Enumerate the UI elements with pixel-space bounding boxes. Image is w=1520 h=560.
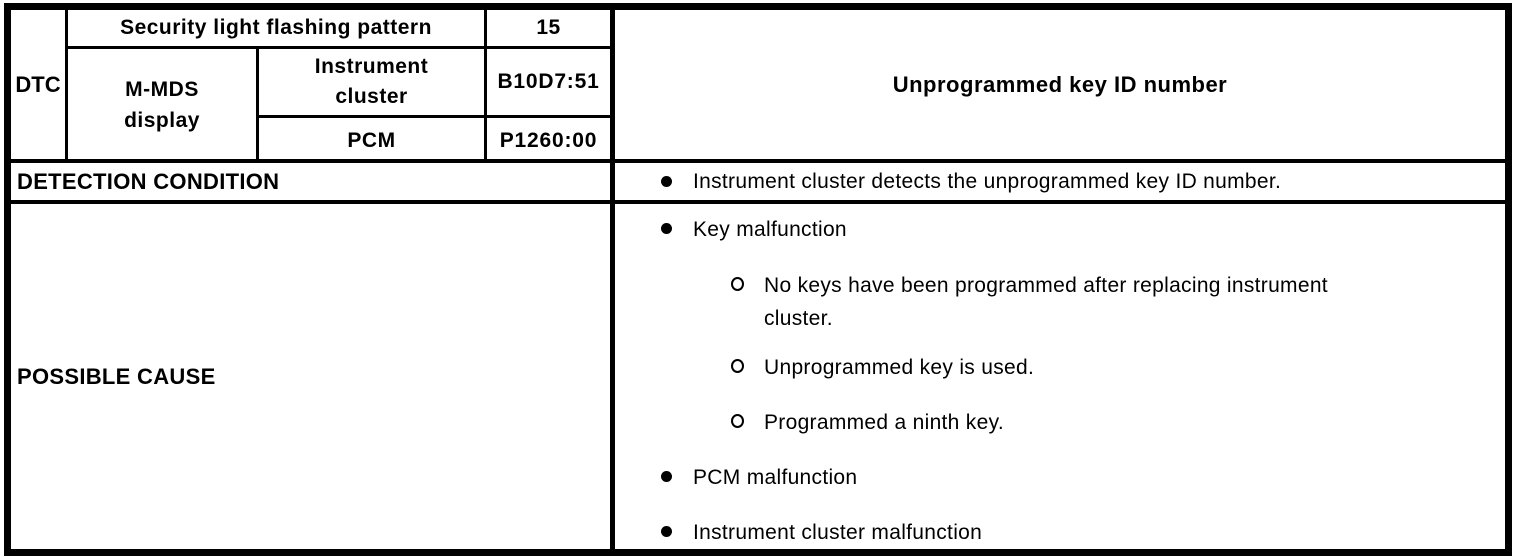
divider-mmds-column: [256, 48, 259, 163]
list-item-text: Instrument cluster malfunction: [693, 521, 983, 544]
security-light-pattern-value: 15: [536, 16, 561, 39]
detection-condition-label: DETECTION CONDITION: [17, 168, 280, 194]
bullet-icon: [661, 223, 672, 234]
list-item: Unprogrammed key is used.: [731, 351, 1034, 384]
pcm-dtc-code: P1260:00: [499, 128, 598, 152]
table-outer-border: [4, 3, 1512, 556]
list-item-text: PCM malfunction: [693, 466, 858, 489]
detection-condition-text: Instrument cluster detects the unprogram…: [693, 170, 1282, 193]
divider-possible-cause-row: [11, 200, 1505, 204]
bullet-icon: [661, 526, 672, 537]
possible-cause-label: POSSIBLE CAUSE: [17, 363, 216, 389]
possible-cause-list: Key malfunction No keys have been progra…: [615, 204, 1505, 549]
list-item-text: Key malfunction: [693, 218, 847, 241]
divider-code-column: [484, 10, 487, 163]
list-item-text: Unprogrammed key is used.: [764, 356, 1035, 379]
security-light-pattern-label: Security light flashing pattern: [120, 16, 432, 39]
list-item: Key malfunction: [661, 213, 847, 246]
instrument-cluster-module-cell: Instrument cluster: [259, 48, 484, 115]
dtc-description: Unprogrammed key ID number: [892, 71, 1228, 97]
sub-bullet-icon: [731, 414, 744, 428]
divider-dtc-column: [65, 10, 68, 163]
pcm-module-cell: PCM: [347, 128, 396, 152]
mmds-display-label-text: M-MDS display: [124, 78, 200, 132]
instrument-cluster-module-text: Instrument cluster: [314, 55, 429, 108]
list-item-text: No keys have been programmed after repla…: [764, 274, 1328, 330]
bullet-icon: [661, 471, 672, 482]
sub-bullet-icon: [731, 277, 744, 291]
bullet-icon: [661, 176, 672, 187]
detection-condition-item: Instrument cluster detects the unprogram…: [615, 163, 1505, 200]
divider-pcm-row: [256, 115, 615, 118]
list-item: PCM malfunction: [661, 461, 857, 494]
mmds-display-label: M-MDS display: [68, 48, 256, 163]
list-item: No keys have been programmed after repla…: [731, 269, 1364, 335]
list-item: Instrument cluster malfunction: [661, 516, 982, 549]
sub-bullet-icon: [731, 359, 744, 373]
dtc-row-label: DTC: [15, 71, 61, 97]
divider-detection-row: [11, 159, 1505, 163]
divider-security-row: [65, 46, 615, 49]
list-item: Programmed a ninth key.: [731, 406, 1004, 439]
list-item-text: Programmed a ninth key.: [764, 411, 1004, 434]
instrument-cluster-dtc-code: B10D7:51: [497, 69, 600, 93]
divider-main-column: [610, 10, 615, 550]
